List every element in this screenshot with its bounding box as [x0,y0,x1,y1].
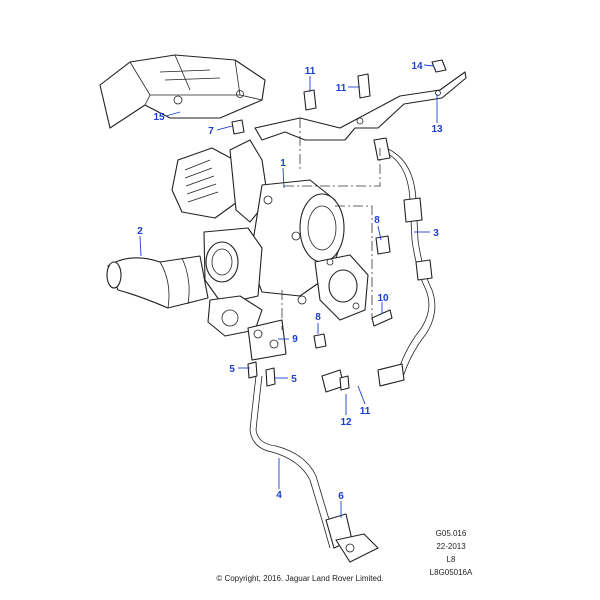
callout-1: 1 [280,158,286,169]
assembly-centerlines [281,118,381,330]
callout-6: 6 [338,491,344,502]
callout-5a: 5 [229,364,235,375]
copyright-notice: © Copyright, 2016. Jaguar Land Rover Lim… [216,574,384,583]
callout-11b: 11 [336,83,347,94]
callout-11a: 11 [305,66,316,77]
callout-leaders [139,64,438,518]
callout-12: 12 [340,417,352,428]
callout-4: 4 [276,490,282,501]
callout-9: 9 [292,334,298,345]
callout-13: 13 [431,124,443,135]
reference-code: G05.016 [435,529,467,538]
callout-8b: 8 [315,312,321,323]
intake-elbow-pipe [106,255,209,309]
reference-date: 22-2013 [436,542,466,551]
illustration-number: L8G05016A [429,568,473,577]
gasket [247,319,287,361]
bracket [254,71,467,141]
reference-model: L8 [446,555,456,564]
callout-5b: 5 [291,374,297,385]
callout-3: 3 [433,228,439,239]
oil-feed-pipe [373,137,436,387]
bolts [231,59,447,393]
callout-7: 7 [208,126,214,137]
callout-14: 14 [411,61,423,72]
callout-10: 10 [377,293,389,304]
callout-11c: 11 [360,406,371,417]
heat-shield [99,54,266,129]
callout-8a: 8 [374,215,380,226]
oil-return-pipe [249,375,379,563]
callout-2: 2 [137,226,143,237]
callout-labels: 1 2 3 4 5 5 6 7 8 8 9 10 11 11 11 12 13 … [137,61,443,502]
turbocharger [171,139,369,337]
callout-15: 15 [153,112,165,123]
